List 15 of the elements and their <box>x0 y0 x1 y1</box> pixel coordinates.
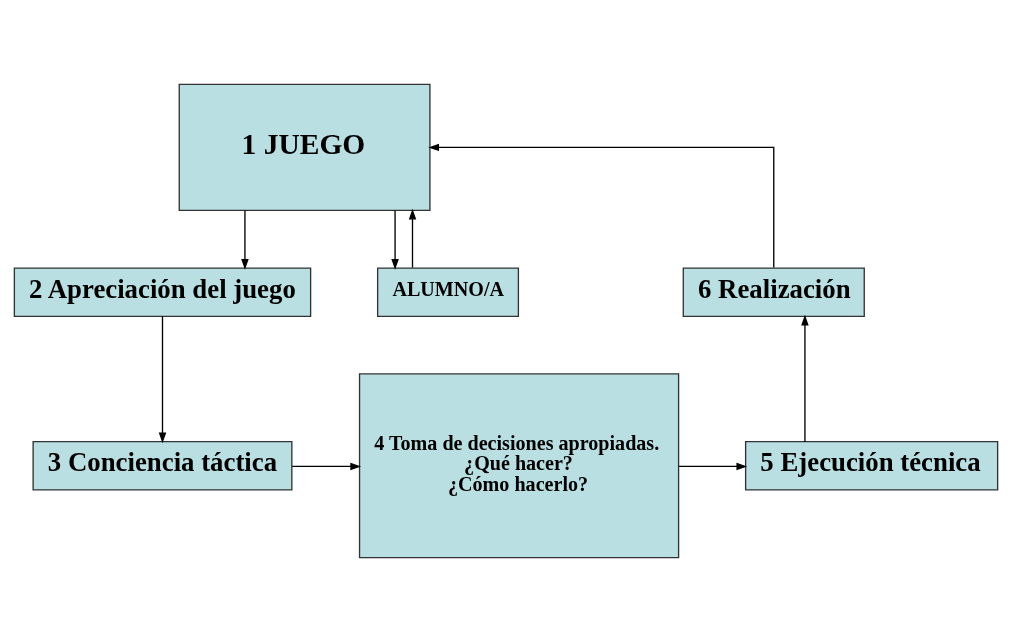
node-box: 6 Realización <box>682 266 865 317</box>
node-box: 1 JUEGO <box>178 83 431 211</box>
node-box: 3 Conciencia táctica <box>31 440 293 491</box>
arrow <box>408 208 416 268</box>
node-box: 2 Apreciación del juego <box>13 266 311 317</box>
arrow <box>158 315 166 443</box>
arrow <box>390 209 399 270</box>
arrow <box>677 462 747 470</box>
node-box: 4 Toma de decisiones apropiadas. ¿Qué hacer? ¿Cómo hacerlo? <box>358 372 679 558</box>
arrow <box>427 143 774 268</box>
arrow <box>291 462 361 470</box>
arrow <box>800 314 809 442</box>
node-box: 5 Ejecución técnica <box>744 440 998 491</box>
arrow <box>240 209 249 270</box>
node-box: ALUMNO/A <box>376 266 519 317</box>
